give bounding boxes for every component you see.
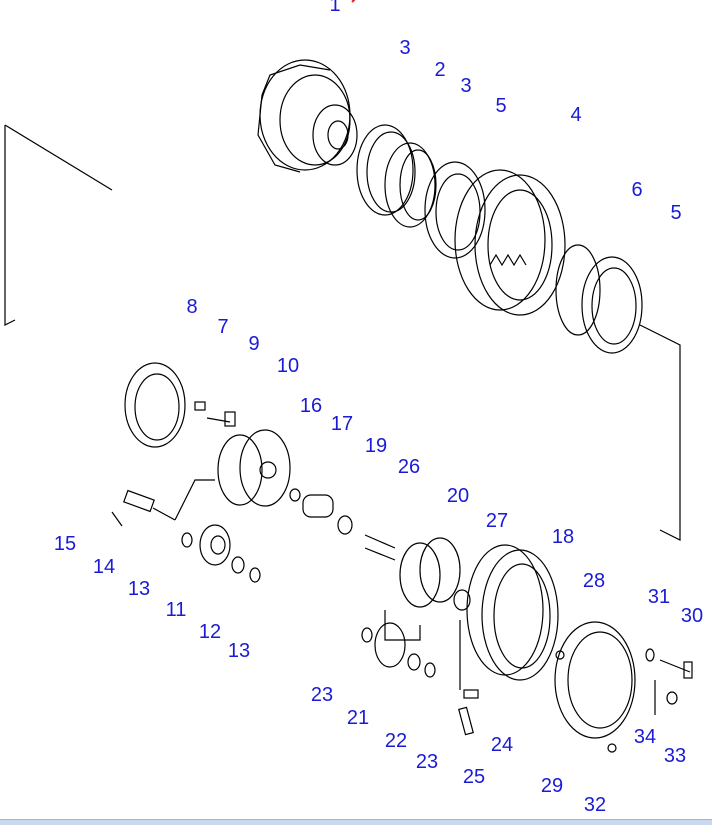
callout-label[interactable]: 3 — [399, 37, 411, 59]
part-18-ring-gear — [459, 544, 559, 690]
lower-gears — [361, 622, 479, 736]
callout-label[interactable]: 27 — [485, 510, 509, 532]
part-2-3-rings — [356, 124, 437, 228]
callout-label[interactable]: 15 — [53, 533, 77, 555]
callout-label[interactable]: 23 — [415, 751, 439, 773]
small-gears — [181, 488, 353, 583]
callout-label[interactable]: 5 — [670, 202, 682, 224]
part-10-carrier — [217, 429, 291, 507]
part-20-26-carrier — [364, 534, 471, 641]
red-arrow-icon — [351, 0, 356, 3]
callout-label[interactable]: 17 — [330, 413, 354, 435]
horizontal-scrollbar[interactable] — [0, 819, 712, 825]
callout-label[interactable]: 11 — [165, 599, 187, 621]
callout-label[interactable]: 25 — [462, 766, 486, 788]
callout-label[interactable]: 29 — [540, 775, 564, 797]
callout-label[interactable]: 1 — [329, 0, 341, 16]
part-8-ring — [124, 362, 186, 448]
callout-label[interactable]: 31 — [647, 586, 671, 608]
callout-label[interactable]: 7 — [217, 316, 229, 338]
callout-label[interactable]: 4 — [570, 104, 582, 126]
callout-label[interactable]: 16 — [299, 395, 323, 417]
part-4-hub — [454, 169, 566, 316]
callout-label[interactable]: 22 — [384, 730, 408, 752]
callout-label[interactable]: 5 — [495, 95, 507, 117]
part-7-9-bolt — [194, 401, 236, 427]
callout-label[interactable]: 19 — [364, 435, 388, 457]
part-6-5 — [555, 244, 643, 354]
frame-lines — [4, 124, 681, 541]
callout-label[interactable]: 10 — [276, 355, 300, 377]
part-29-cover — [554, 621, 636, 753]
callout-label[interactable]: 26 — [397, 456, 421, 478]
callout-label[interactable]: 6 — [631, 179, 643, 201]
callout-label[interactable]: 12 — [198, 621, 222, 643]
callout-label[interactable]: 20 — [446, 485, 470, 507]
callout-label[interactable]: 3 — [460, 75, 472, 97]
callout-label[interactable]: 9 — [248, 333, 260, 355]
callout-label[interactable]: 28 — [582, 570, 606, 592]
callout-label[interactable]: 18 — [551, 526, 575, 548]
callout-label[interactable]: 34 — [633, 726, 657, 748]
callout-label[interactable]: 14 — [92, 556, 116, 578]
part-30-34-bolts — [645, 648, 693, 715]
callout-label[interactable]: 13 — [127, 578, 151, 600]
callout-label[interactable]: 30 — [680, 605, 704, 627]
callout-label[interactable]: 24 — [490, 734, 514, 756]
callout-label[interactable]: 13 — [227, 640, 251, 662]
callout-label[interactable]: 32 — [583, 794, 607, 816]
part-14-15-pins — [111, 479, 215, 527]
callout-label[interactable]: 8 — [186, 296, 198, 318]
callout-label[interactable]: 23 — [310, 684, 334, 706]
callout-label[interactable]: 21 — [346, 707, 370, 729]
part-1-motor — [257, 59, 358, 173]
callout-label[interactable]: 33 — [663, 745, 687, 767]
callout-label[interactable]: 2 — [434, 59, 446, 81]
